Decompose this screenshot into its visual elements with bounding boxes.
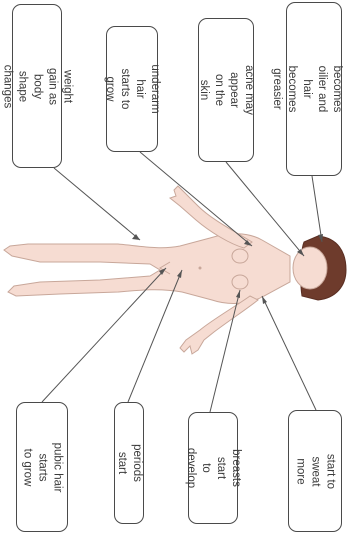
pointer-line-sweat bbox=[262, 296, 316, 410]
label-pubic-hair-text: pubic hair starts to grow bbox=[20, 442, 65, 492]
pointer-line-breasts bbox=[210, 290, 240, 412]
navel bbox=[199, 267, 202, 270]
pointer-line-skin-oil bbox=[312, 176, 322, 242]
arrowhead-sweat bbox=[262, 296, 267, 304]
label-periods-text: periods start bbox=[114, 444, 144, 482]
breast-left bbox=[232, 249, 248, 263]
breast-right bbox=[232, 275, 248, 289]
label-breasts-text: breasts start to develop bbox=[183, 444, 243, 492]
lowered-arm bbox=[180, 296, 258, 354]
pointer-line-weight bbox=[54, 168, 140, 240]
label-sweat-text: start to sweat more bbox=[293, 445, 338, 497]
label-weight-gain: weight gain as body shape changes bbox=[12, 4, 62, 168]
label-acne: acne may appear on the skin bbox=[198, 18, 254, 162]
label-underarm-hair-text: underarm hair starts to grow bbox=[102, 64, 162, 114]
label-sweat: start to sweat more bbox=[288, 410, 342, 532]
label-breasts: breasts start to develop bbox=[188, 412, 238, 524]
label-skin-oilier-text: skin becomes oilier and hair becomes gre… bbox=[269, 62, 348, 116]
label-underarm-hair: underarm hair starts to grow bbox=[106, 26, 158, 152]
label-pubic-hair: pubic hair starts to grow bbox=[16, 402, 68, 532]
label-skin-oilier: skin becomes oilier and hair becomes gre… bbox=[286, 2, 342, 176]
female-body-figure bbox=[4, 186, 346, 354]
label-periods: periods start bbox=[114, 402, 144, 524]
pointer-line-underarm bbox=[140, 152, 252, 246]
label-weight-gain-text: weight gain as body shape changes bbox=[0, 62, 75, 110]
label-acne-text: acne may appear on the skin bbox=[196, 63, 256, 117]
head bbox=[293, 247, 327, 289]
